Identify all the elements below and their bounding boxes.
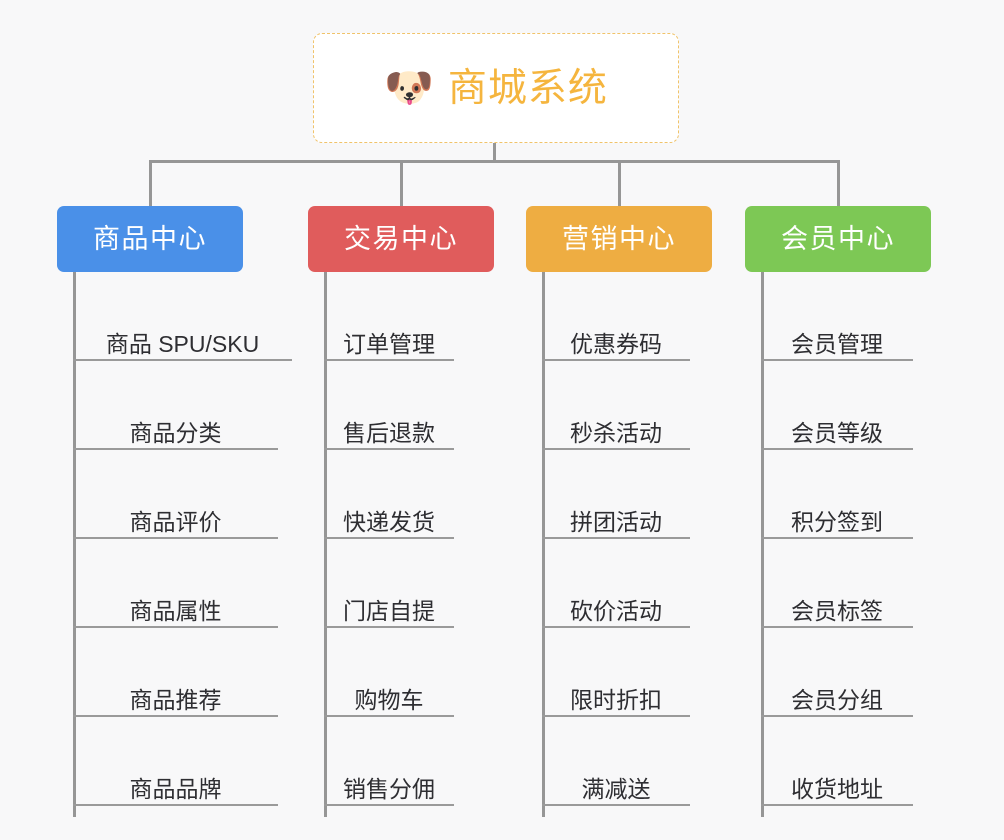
leaf-item[interactable]: 积分签到: [761, 511, 913, 539]
leaf-item[interactable]: 商品评价: [73, 511, 278, 539]
connector-spine: [73, 272, 76, 817]
leaf-underline: [324, 804, 454, 806]
leaf-label: 积分签到: [791, 509, 883, 535]
leaf-underline: [324, 626, 454, 628]
category-label: 会员中心: [781, 223, 895, 254]
connector-drop-1: [149, 160, 152, 207]
leaf-underline: [73, 359, 292, 361]
category-label: 交易中心: [344, 223, 458, 254]
connector-spine: [324, 272, 327, 817]
leaf-underline: [324, 537, 454, 539]
leaf-item[interactable]: 商品属性: [73, 600, 278, 628]
leaf-item[interactable]: 拼团活动: [542, 511, 690, 539]
connector-bus: [151, 160, 839, 163]
connector-drop-3: [618, 160, 621, 207]
leaf-underline: [324, 359, 454, 361]
leaf-underline: [73, 804, 278, 806]
leaf-item[interactable]: 门店自提: [324, 600, 454, 628]
leaf-label: 快递发货: [343, 509, 435, 535]
leaf-label: 收货地址: [791, 776, 883, 802]
category-box-1[interactable]: 商品中心: [57, 206, 243, 272]
leaf-label: 门店自提: [343, 598, 435, 624]
category-box-3[interactable]: 营销中心: [526, 206, 712, 272]
leaf-label: 砍价活动: [570, 598, 662, 624]
leaf-label: 商品分类: [129, 420, 222, 446]
leaf-label: 限时折扣: [570, 687, 662, 713]
leaf-underline: [324, 448, 454, 450]
connector-drop-2: [400, 160, 403, 207]
leaf-label: 购物车: [354, 687, 424, 713]
leaf-label: 满减送: [581, 776, 651, 802]
leaf-underline: [761, 626, 913, 628]
leaf-underline: [73, 715, 278, 717]
leaf-underline: [761, 448, 913, 450]
leaf-label: 会员分组: [791, 687, 883, 713]
leaf-underline: [542, 359, 690, 361]
leaf-underline: [542, 804, 690, 806]
leaf-label: 订单管理: [343, 331, 435, 357]
leaf-item[interactable]: 会员分组: [761, 689, 913, 717]
leaf-label: 会员标签: [791, 598, 883, 624]
connector-root-stem: [493, 143, 496, 161]
leaf-item[interactable]: 砍价活动: [542, 600, 690, 628]
leaf-label: 拼团活动: [570, 509, 662, 535]
leaf-label: 优惠券码: [570, 331, 662, 357]
leaf-item[interactable]: 会员管理: [761, 333, 913, 361]
leaf-label: 秒杀活动: [570, 420, 662, 446]
category-label: 商品中心: [93, 223, 207, 254]
leaf-label: 商品评价: [129, 509, 222, 535]
leaf-item[interactable]: 秒杀活动: [542, 422, 690, 450]
leaf-label: 商品品牌: [129, 776, 222, 802]
leaf-label: 商品 SPU/SKU: [105, 331, 260, 357]
category-box-2[interactable]: 交易中心: [308, 206, 494, 272]
leaf-underline: [73, 626, 278, 628]
category-label: 营销中心: [562, 223, 676, 254]
category-box-4[interactable]: 会员中心: [745, 206, 931, 272]
dog-face-icon: 🐶: [384, 65, 434, 111]
leaf-item[interactable]: 会员等级: [761, 422, 913, 450]
root-title: 商城系统: [447, 66, 608, 110]
leaf-underline: [542, 626, 690, 628]
leaf-underline: [542, 715, 690, 717]
leaf-label: 会员等级: [791, 420, 883, 446]
leaf-item[interactable]: 商品品牌: [73, 778, 278, 806]
leaf-item[interactable]: 商品推荐: [73, 689, 278, 717]
leaf-label: 会员管理: [791, 331, 883, 357]
leaf-item[interactable]: 收货地址: [761, 778, 913, 806]
leaf-item[interactable]: 限时折扣: [542, 689, 690, 717]
leaf-underline: [542, 537, 690, 539]
leaf-label: 销售分佣: [343, 776, 435, 802]
leaf-underline: [761, 804, 913, 806]
leaf-underline: [324, 715, 454, 717]
leaf-label: 商品推荐: [129, 687, 222, 713]
leaf-underline: [761, 715, 913, 717]
connector-spine: [761, 272, 764, 817]
leaf-underline: [761, 359, 913, 361]
leaf-item[interactable]: 优惠券码: [542, 333, 690, 361]
leaf-item[interactable]: 订单管理: [324, 333, 454, 361]
leaf-item[interactable]: 购物车: [324, 689, 454, 717]
leaf-underline: [73, 448, 278, 450]
connector-drop-4: [837, 160, 840, 207]
leaf-label: 商品属性: [129, 598, 222, 624]
leaf-item[interactable]: 售后退款: [324, 422, 454, 450]
leaf-item[interactable]: 会员标签: [761, 600, 913, 628]
leaf-item[interactable]: 销售分佣: [324, 778, 454, 806]
leaf-underline: [542, 448, 690, 450]
connector-spine: [542, 272, 545, 817]
leaf-underline: [73, 537, 278, 539]
leaf-item[interactable]: 商品分类: [73, 422, 278, 450]
leaf-underline: [761, 537, 913, 539]
root-node[interactable]: 🐶 商城系统: [313, 33, 679, 143]
leaf-item[interactable]: 满减送: [542, 778, 690, 806]
leaf-item[interactable]: 商品 SPU/SKU: [73, 333, 292, 361]
leaf-label: 售后退款: [343, 420, 435, 446]
leaf-item[interactable]: 快递发货: [324, 511, 454, 539]
